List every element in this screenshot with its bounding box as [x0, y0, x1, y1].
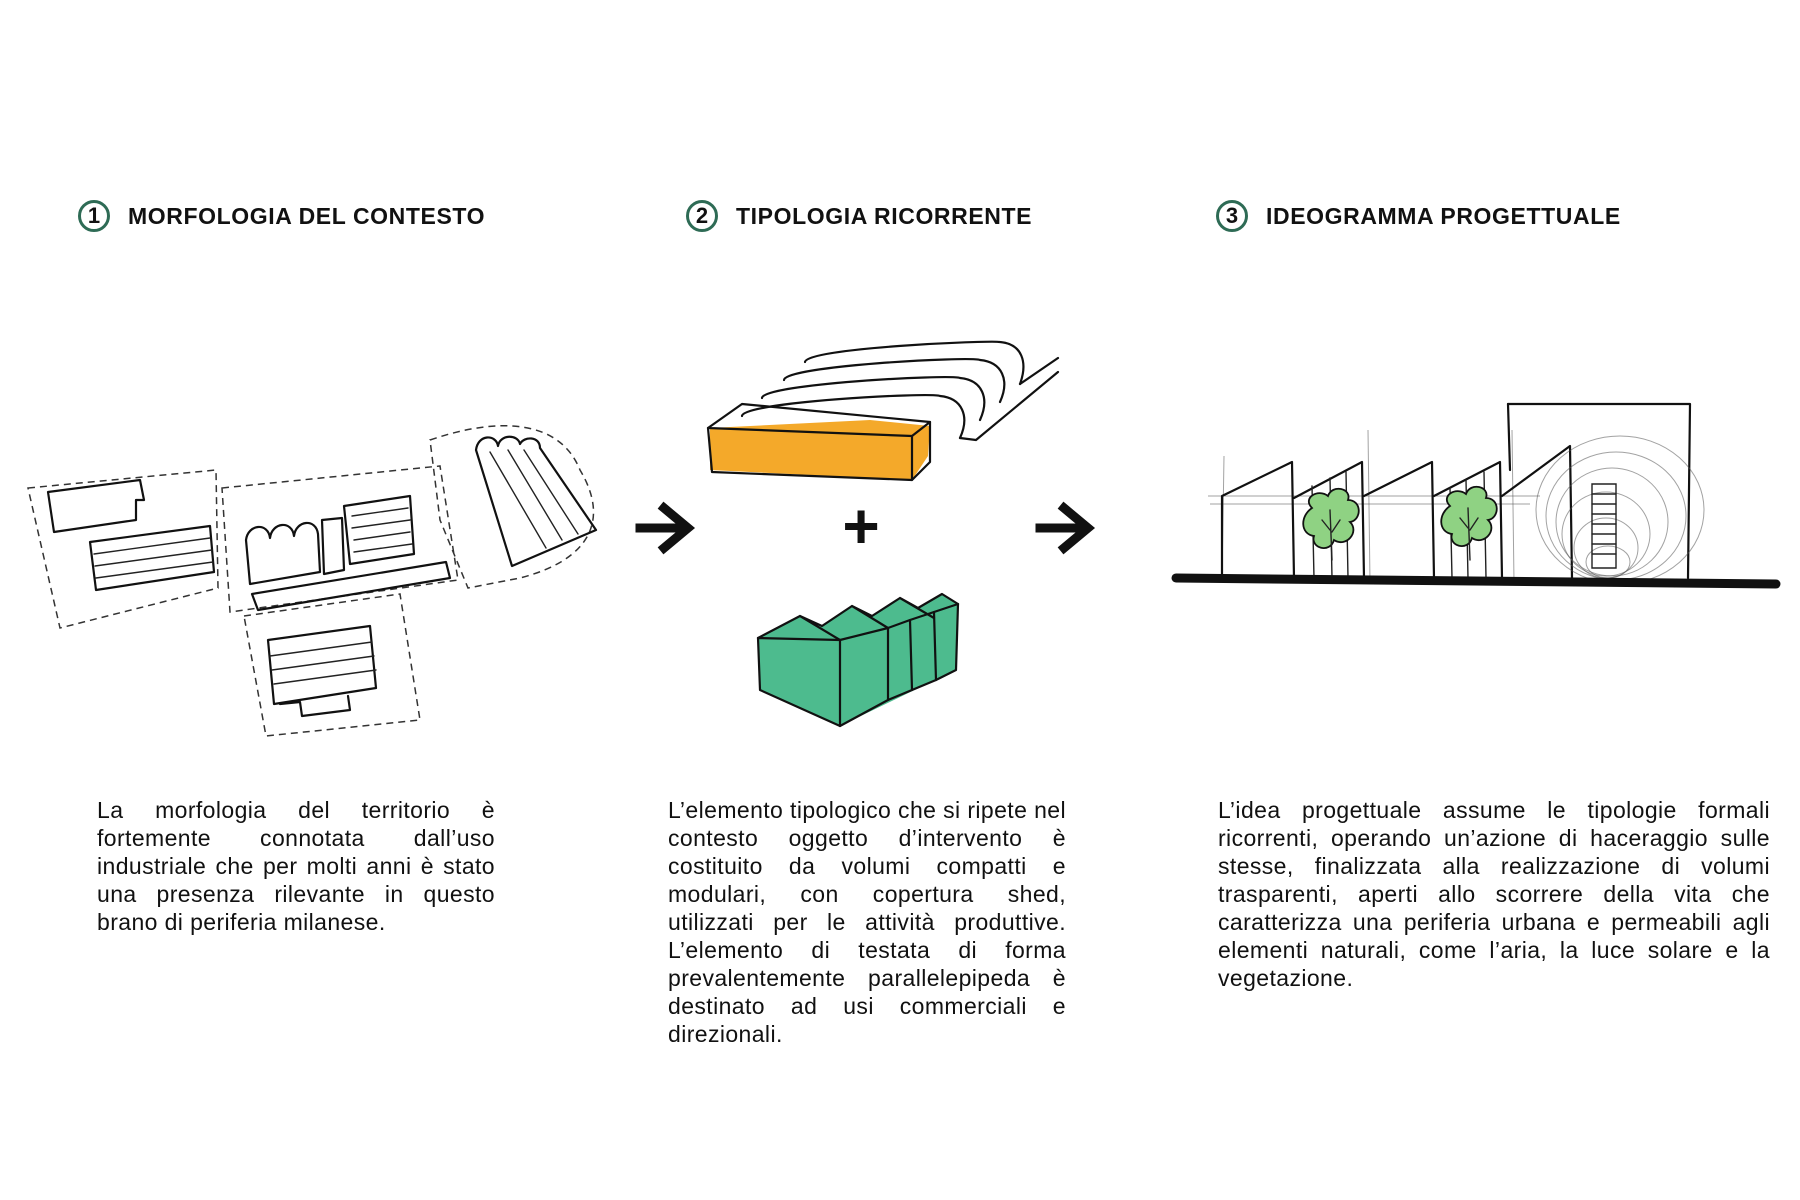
section-1-heading: 1 MORFOLOGIA DEL CONTESTO — [78, 196, 485, 236]
section-2-title: TIPOLOGIA RICORRENTE — [736, 202, 1033, 229]
tree-icon — [1440, 485, 1498, 561]
section-1-title: MORFOLOGIA DEL CONTESTO — [128, 202, 486, 229]
number-badge-3: 3 — [1216, 200, 1248, 232]
section-3-heading: 3 IDEOGRAMMA PROGETTUALE — [1216, 196, 1621, 236]
design-ideogram-sketch — [1171, 402, 1781, 589]
context-morphology-sketch — [27, 425, 598, 737]
number-badge-2: 2 — [686, 200, 718, 232]
section-2-heading: 2 TIPOLOGIA RICORRENTE — [686, 196, 1032, 236]
section-1-text: La morfologia del territorio è fortement… — [97, 797, 495, 935]
tree-icon — [1302, 487, 1360, 561]
number-badge-1: 1 — [78, 200, 110, 232]
section-3-title: IDEOGRAMMA PROGETTUALE — [1266, 202, 1621, 229]
recurring-typology-sketch: + — [706, 340, 1060, 728]
section-2-text: L’elemento tipologico che si ripete nel … — [668, 797, 1066, 1047]
plus-symbol: + — [842, 490, 879, 562]
arrow-right-icon — [1035, 501, 1096, 555]
section-3-text: L’idea progettuale assume le tipologie f… — [1218, 797, 1770, 991]
arrow-right-icon — [635, 501, 696, 555]
